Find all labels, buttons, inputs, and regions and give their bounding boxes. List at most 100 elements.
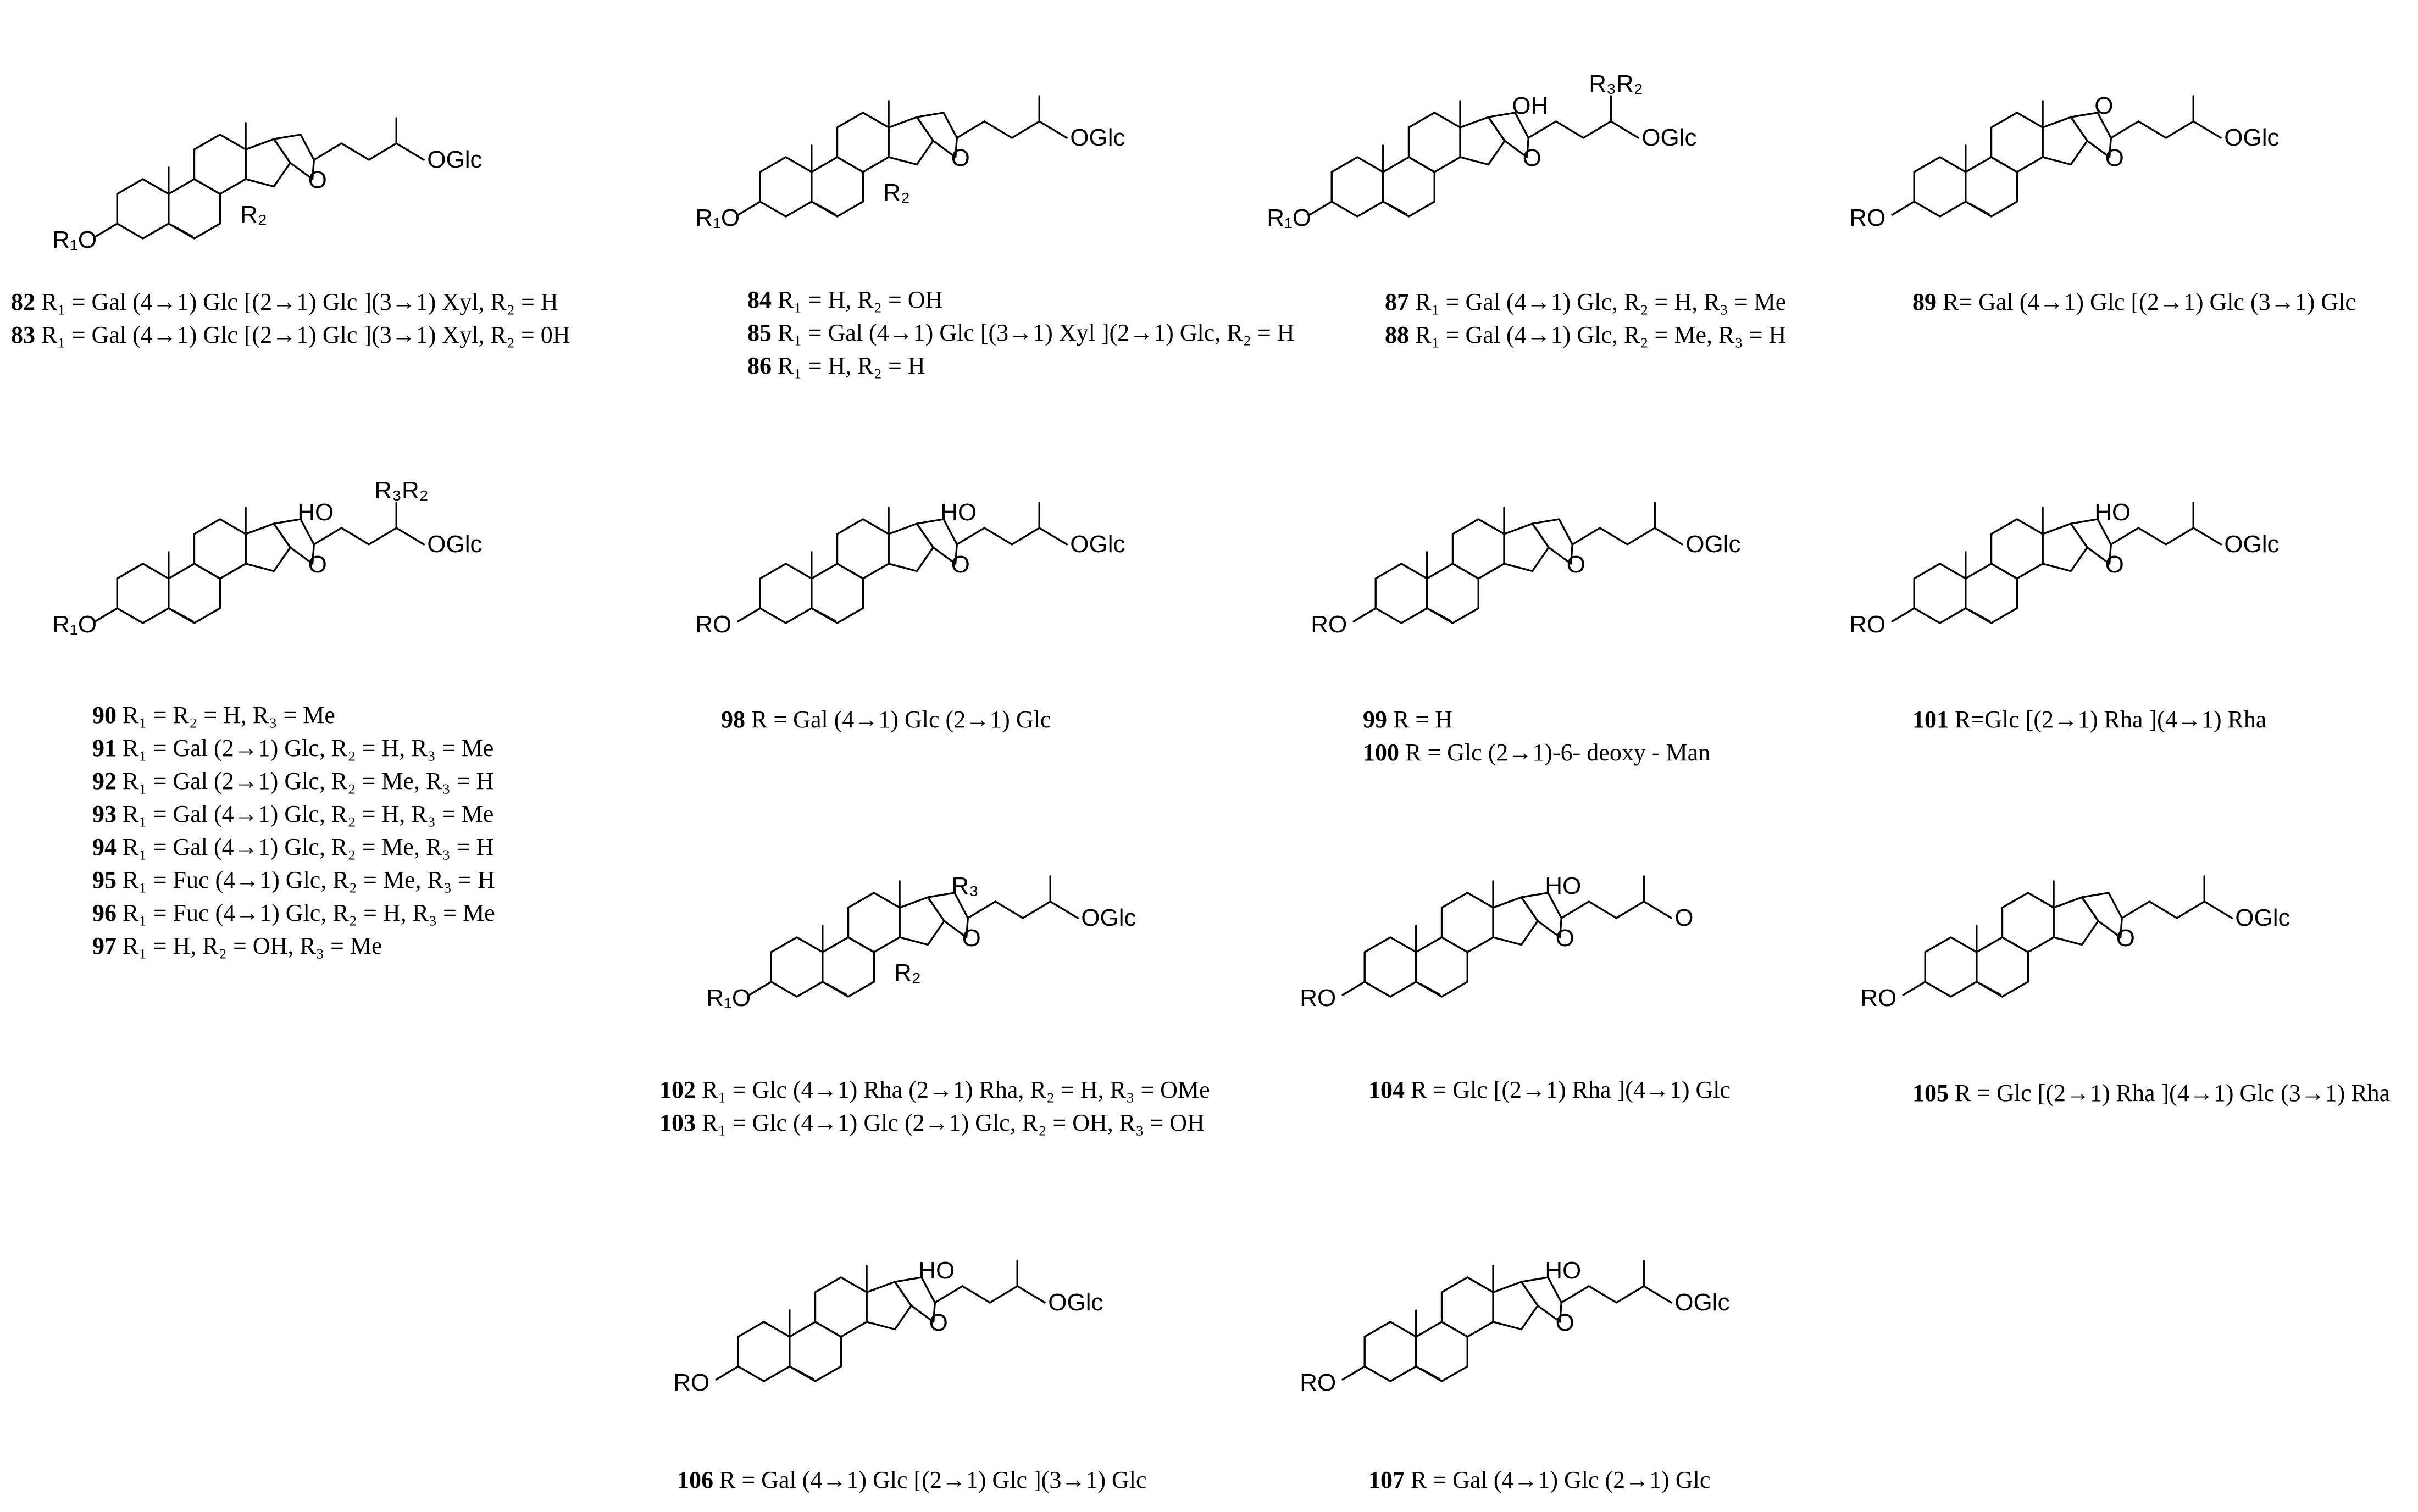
caption-line: 90 R₁ = R₂ = H, R₃ = Me [92,699,495,732]
terminal-glycoside-label: OGlc [1674,1289,1729,1316]
caption-line: 94 R₁ = Gal (4→1) Glc, R₂ = Me, R₃ = H [92,831,495,864]
terminal-glycoside-label: OGlc [427,146,482,173]
side-chain [967,900,1079,919]
ring-e [1520,1276,1562,1323]
caption-group-4: 89 R= Gal (4→1) Glc [(2→1) Glc (3→1) Glc [1912,286,2356,319]
compound-number: 88 [1385,321,1409,348]
compound-number: 95 [92,866,117,893]
ring-e [1520,892,1562,938]
bond [1902,981,1926,996]
terminal-glycoside-label: OGlc [1070,531,1125,558]
bond [1891,607,1915,622]
ring-b [168,563,221,624]
caption-line: 87 R₁ = Gal (4→1) Glc, R₂ = H, R₃ = Me [1385,286,1786,319]
side-chain [934,1285,1046,1304]
compound-number: 99 [1363,706,1387,733]
ring-oxygen-label: O [1556,1309,1574,1336]
compound-substituents: R = Glc [(2→1) Rha ](4→1) Glc [1411,1076,1731,1103]
ring-e [273,134,315,180]
ring-d [888,522,934,572]
ring-e [927,892,969,938]
r-oxygen-label: R₁O [706,985,751,1011]
terminal-glycoside-label: OGlc [1048,1289,1103,1316]
r2-label: R₂ [240,201,267,228]
ring-b [1415,1321,1469,1382]
hydroxyl-label: HO [1545,1257,1581,1284]
compound-substituents: R= Gal (4→1) Glc [(2→1) Glc (3→1) Glc [1943,288,2356,315]
compound-number: 87 [1385,288,1409,315]
double-bond [1387,203,1408,215]
compound-substituents: R₁ = H, R₂ = H [778,352,925,379]
ring-b [1965,156,2018,218]
ring-c [1407,112,1461,173]
caption-line: 86 R₁ = H, R₂ = H [747,349,1295,382]
ring-a [116,178,170,240]
compound-number: 90 [92,702,117,729]
r-oxygen-label: RO [1300,1369,1336,1396]
r-oxygen-label: RO [1860,985,1896,1011]
bond [1352,607,1377,622]
caption-line: 98 R = Gal (4→1) Glc (2→1) Glc [721,703,1051,736]
caption-group-13: 107 R = Gal (4→1) Glc (2→1) Glc [1368,1464,1710,1497]
compound-number: 91 [92,735,117,761]
caption-group-5: 90 R₁ = R₂ = H, R₃ = Me 91 R₁ = Gal (2→1… [92,699,495,963]
ring-c [1990,518,2044,580]
ring-b [1976,936,2029,998]
ring-c [1451,518,1505,580]
bond [1341,981,1366,996]
r-oxygen-label: RO [1849,204,1885,231]
bond [1891,201,1915,216]
bond [94,607,118,622]
compound-number: 105 [1912,1080,1949,1107]
caption-line: 91 R₁ = Gal (2→1) Glc, R₂ = H, R₃ = Me [92,732,495,765]
side-chain [1571,527,1683,546]
compound-number: 82 [11,288,35,315]
compound-substituents: R₁ = Gal (4→1) Glc [(2→1) Glc ](3→1) Xyl… [41,288,558,315]
ring-oxygen-label: O [951,144,970,171]
ring-c [836,112,890,173]
ring-b [822,936,875,998]
ring-a [770,936,824,998]
ring-b [1965,563,2018,624]
caption-group-1: 82 R₁ = Gal (4→1) Glc [(2→1) Glc ](3→1) … [11,286,570,352]
bond [1341,1365,1366,1381]
hydroxyl-label: HO [1545,872,1581,899]
compound-number: 100 [1363,739,1399,766]
ring-e [273,518,315,565]
caption-line: 102 R₁ = Glc (4→1) Rha (2→1) Rha, R₂ = H… [659,1074,1210,1107]
compound-substituents: R₁ = Gal (4→1) Glc [(2→1) Glc ](3→1) Xyl… [41,321,570,348]
r-oxygen-label: RO [1300,985,1336,1011]
bond [748,981,772,996]
caption-line: 83 R₁ = Gal (4→1) Glc [(2→1) Glc ](3→1) … [11,319,570,352]
compound-substituents: R₁ = Gal (4→1) Glc [(3→1) Xyl ](2→1) Glc… [778,319,1295,346]
compound-substituents: R = H [1393,706,1452,733]
ring-a [1374,563,1428,624]
ring-a [1363,936,1417,998]
terminal-glycoside-label: OGlc [2235,904,2290,931]
caption-line: 93 R₁ = Gal (4→1) Glc, R₂ = H, R₃ = Me [92,798,495,831]
ring-oxygen-label: O [1523,144,1541,171]
hydroxyl-label: R₃ [951,872,979,899]
r-oxygen-label: R₁O [52,611,97,638]
caption-group-6: 98 R = Gal (4→1) Glc (2→1) Glc [721,703,1051,736]
ring-oxygen-label: O [929,1309,948,1336]
compound-substituents: R₁ = Gal (2→1) Glc, R₂ = H, R₃ = Me [123,735,494,761]
terminal-glycoside-label: OGlc [1070,124,1125,151]
ring-b [168,178,221,240]
double-bond [1430,609,1452,622]
ring-c [836,518,890,580]
compound-substituents: R₁ = R₂ = H, R₃ = Me [123,702,335,729]
side-chain [2110,120,2222,139]
double-bond [1419,1368,1441,1380]
ring-a [1330,156,1384,218]
caption-line: 107 R = Gal (4→1) Glc (2→1) Glc [1368,1464,1710,1497]
ring-a [1913,563,1967,624]
caption-group-10: 104 R = Glc [(2→1) Rha ](4→1) Glc [1368,1074,1731,1107]
double-bond [172,609,193,622]
ring-c [847,892,901,953]
ring-c [193,518,247,580]
